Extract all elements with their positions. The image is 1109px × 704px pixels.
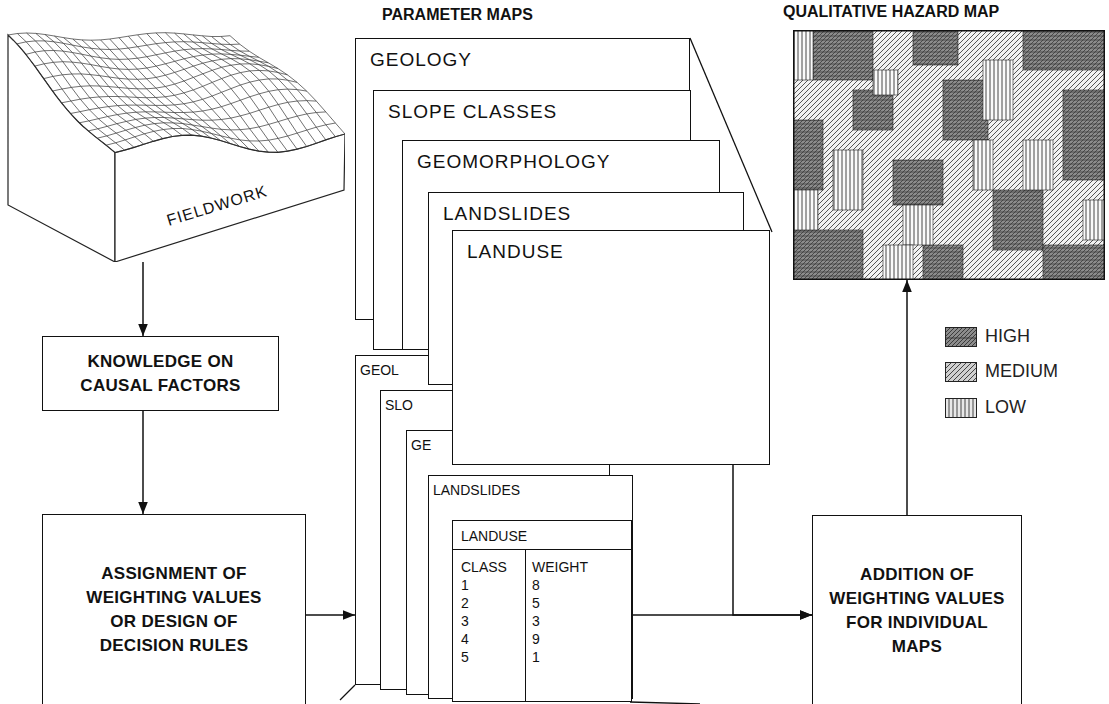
table-cell: CLASS bbox=[461, 558, 525, 576]
table-cell: 8 bbox=[532, 576, 631, 594]
table-cell: 1 bbox=[461, 576, 525, 594]
hatch bbox=[946, 363, 977, 382]
table-cell: 3 bbox=[461, 612, 525, 630]
legend-label: HIGH bbox=[985, 326, 1030, 347]
sheet-label: LANDSLIDES bbox=[429, 476, 524, 504]
hazard-map-illustration bbox=[793, 30, 1105, 280]
table-column: WEIGHT85391 bbox=[525, 550, 631, 701]
sheet-label: SLO bbox=[381, 391, 417, 419]
sheet-label: GEOL bbox=[356, 356, 403, 384]
sheet-label: LANDSLIDES bbox=[429, 193, 585, 235]
legend-item: HIGH bbox=[945, 326, 1030, 347]
table-cell: 3 bbox=[532, 612, 631, 630]
sheet-label: GE bbox=[407, 431, 435, 459]
box-label: ADDITION OF WEIGHTING VALUES FOR INDIVID… bbox=[822, 563, 1012, 659]
flow-arrow bbox=[142, 411, 144, 514]
stack-edge bbox=[340, 685, 355, 700]
legend-label: LOW bbox=[985, 397, 1026, 418]
box-label: ASSIGNMENT OF WEIGHTING VALUES OR DESIGN… bbox=[79, 562, 269, 658]
terrain-block: FIELDWORK bbox=[5, 25, 345, 262]
box-label: KNOWLEDGE ON CAUSAL FACTORS bbox=[66, 350, 256, 398]
map-sheet: LANDUSE bbox=[452, 230, 770, 465]
legend-swatch bbox=[945, 327, 977, 347]
process-box: ADDITION OF WEIGHTING VALUES FOR INDIVID… bbox=[812, 515, 1022, 704]
sheet-label: GEOLOGY bbox=[356, 39, 486, 81]
legend-label: MEDIUM bbox=[985, 361, 1058, 382]
table-cell: 2 bbox=[461, 594, 525, 612]
weight-table: CLASS12345WEIGHT85391 bbox=[453, 550, 631, 701]
table-cell: 1 bbox=[532, 648, 631, 666]
flow-arrow bbox=[142, 262, 144, 336]
table-cell: 4 bbox=[461, 630, 525, 648]
hatch bbox=[946, 399, 977, 418]
section-title: PARAMETER MAPS bbox=[382, 6, 533, 24]
map-title: QUALITATIVE HAZARD MAP bbox=[783, 3, 999, 21]
table-cell: WEIGHT bbox=[532, 558, 631, 576]
sheet-label: GEOMORPHOLOGY bbox=[403, 141, 625, 183]
hatch bbox=[946, 328, 977, 347]
sheet-label: LANDUSE bbox=[453, 231, 578, 273]
legend-swatch bbox=[945, 398, 977, 418]
stack-edge bbox=[630, 702, 700, 704]
legend-item: MEDIUM bbox=[945, 361, 1058, 382]
table-cell: 9 bbox=[532, 630, 631, 648]
legend-swatch bbox=[945, 362, 977, 382]
flow-arrow bbox=[733, 465, 812, 615]
table-sheet: LANDUSECLASS12345WEIGHT85391 bbox=[452, 520, 632, 702]
table-cell: 5 bbox=[461, 648, 525, 666]
flow-arrow bbox=[306, 614, 355, 616]
table-cell: 5 bbox=[532, 594, 631, 612]
table-column: CLASS12345 bbox=[453, 550, 525, 701]
sheet-label: LANDUSE bbox=[453, 521, 631, 550]
legend-item: LOW bbox=[945, 397, 1026, 418]
flow-arrow bbox=[906, 280, 908, 515]
sheet-label: SLOPE CLASSES bbox=[374, 91, 571, 133]
hazard-map: QUALITATIVE HAZARD MAP bbox=[783, 3, 1107, 280]
process-box: KNOWLEDGE ON CAUSAL FACTORS bbox=[42, 336, 279, 411]
process-box: ASSIGNMENT OF WEIGHTING VALUES OR DESIGN… bbox=[42, 514, 306, 704]
